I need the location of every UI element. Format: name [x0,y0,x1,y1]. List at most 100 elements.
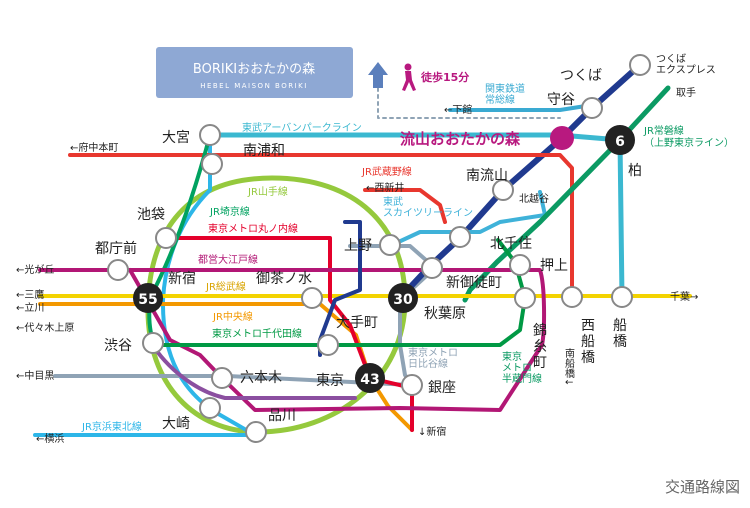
label-saikyo: JR埼京線 [209,205,250,218]
station-shinokachimachi: 新御徒町 [446,275,502,291]
destination-name: 流山おおたかの森 [400,130,521,148]
station-ochanomizu: 御茶ノ水 [256,271,312,287]
station-marker-tochomae [107,259,129,281]
station-minaminagareyama: 南流山 [466,168,508,184]
time-badge-tokyo: 43 [355,363,385,393]
walking-person-icon [402,63,416,91]
station-osaki: 大崎 [162,416,190,432]
label-joban: JR常磐線（上野東京ライン） [643,124,734,149]
station-tochomae: 都庁前 [95,240,137,257]
label-yamanote: JR山手線 [247,185,288,198]
label-hibiya: 東京メトロ日比谷線 [408,346,458,370]
direction-fuchu: ←府中本町 [70,141,118,154]
station-marker-shinagawa [245,421,267,443]
station-roppongi: 六本木 [240,370,282,386]
line-tobu-urban [207,132,625,301]
direction-hikarigaoka: ←光が丘 [16,263,54,276]
station-marker-kinshicho [514,287,536,309]
label-oedo: 都営大江戸線 [198,253,258,266]
label-tx: つくばエクスプレス [656,53,716,76]
station-kitasenju: 北千住 [490,236,532,252]
direction-nishiarai: ←西新井 [366,181,404,194]
label-tobu-urban: 東武アーバンパークライン [242,121,362,134]
direction-kitakoshigaya: 北越谷 [519,192,549,205]
station-marker-shibuya [142,332,164,354]
station-kinshicho: 錦糸町 [533,322,547,371]
station-oshiage: 押上 [540,258,568,274]
brand-title: BORIKIおおたかの森 [193,62,315,77]
walk-label: 徒歩15分 [420,70,469,84]
station-marker-ikebukuro [155,227,177,249]
label-chiyoda: 東京メトロ千代田線 [212,327,302,340]
label-kanto-tetsudo: 関東鉄道常総線 [485,82,525,106]
direction-shimodate: ←下館 [444,103,472,116]
destination-marker [550,126,574,150]
station-tsukuba: つくば [560,68,602,84]
station-marker-nishifunabashi [561,286,583,308]
station-shibuya: 渋谷 [104,338,132,354]
up-arrow-icon [368,62,388,88]
line-musashino [68,153,574,302]
station-kashiwa: 柏 [628,163,642,179]
station-funabashi: 船橋 [613,318,627,350]
line-oedo [38,268,547,412]
line-tobu-skytree [390,190,547,247]
station-marker-ginza [401,374,423,396]
direction-nakameguro: ←中目黒 [16,369,54,382]
station-shinagawa: 品川 [268,408,296,424]
station-minamiurawa: 南浦和 [243,143,285,159]
brand-box [156,47,353,98]
direction-toride: 取手 [676,86,696,99]
time-tokyo: 43 [360,372,379,388]
station-marker-minamiurawa [201,153,223,175]
station-shinjuku: 新宿 [168,270,196,287]
label-tobu-skytree: 東武スカイツリーライン [383,195,473,219]
direction-shinjuku-south: ↓新宿 [418,425,446,438]
direction-minamifunabashi: 南船橋↓ [563,347,575,387]
label-musashino: JR武蔵野線 [361,165,412,178]
station-marker-funabashi [611,286,633,308]
label-hanzomon: 東京メトロ半蔵門線 [502,350,542,385]
station-marker-shinokachimachi [421,257,443,279]
station-akihabara: 秋葉原 [424,306,466,322]
station-marker-moriya [581,97,603,119]
station-marker-otemachi [317,334,339,356]
time-badge-kashiwa: 6 [605,125,635,155]
station-nishifunabashi: 西船橋 [581,318,595,366]
station-ikebukuro: 池袋 [137,207,165,223]
time-badge-shinjuku: 55 [133,283,163,313]
label-marunouchi: 東京メトロ丸ノ内線 [208,222,298,235]
label-sobu: JR総武線 [205,280,246,293]
time-kashiwa: 6 [615,134,625,150]
line-saikyo [147,133,212,347]
time-badge-akihabara: 30 [388,283,418,313]
direction-mitaka: ←三鷹 [16,288,44,301]
station-marker-omiya [199,124,221,146]
station-marker-kitasenju [449,226,471,248]
label-keihin: JR京浜東北線 [81,420,142,433]
time-akihabara: 30 [393,292,413,308]
station-marker-ochanomizu [301,287,323,309]
direction-yokohama: ←横浜 [36,432,64,445]
station-marker-roppongi [211,367,233,389]
walk-path [377,87,561,119]
direction-chiba: 千葉→ [670,290,698,303]
time-shinjuku: 55 [138,292,157,308]
station-ginza: 銀座 [428,380,456,396]
station-tokyo: 東京 [316,373,344,389]
station-moriya: 守谷 [547,92,575,108]
map-caption: 交通路線図 [665,478,740,496]
direction-tachikawa: ←立川 [16,301,44,314]
station-otemachi: 大手町 [336,315,378,331]
station-omiya: 大宮 [162,130,190,146]
brand-subtitle: HEBEL MAISON BORIKI [200,82,308,90]
station-marker-ueno [379,234,401,256]
station-ueno: 上野 [344,238,372,254]
line-musashino-branch [363,188,447,224]
station-marker-osaki [199,397,221,419]
station-marker-minaminagareyama [492,179,514,201]
direction-yoyogiuehara: ←代々木上原 [16,322,74,334]
station-marker-oshiage [509,254,531,276]
